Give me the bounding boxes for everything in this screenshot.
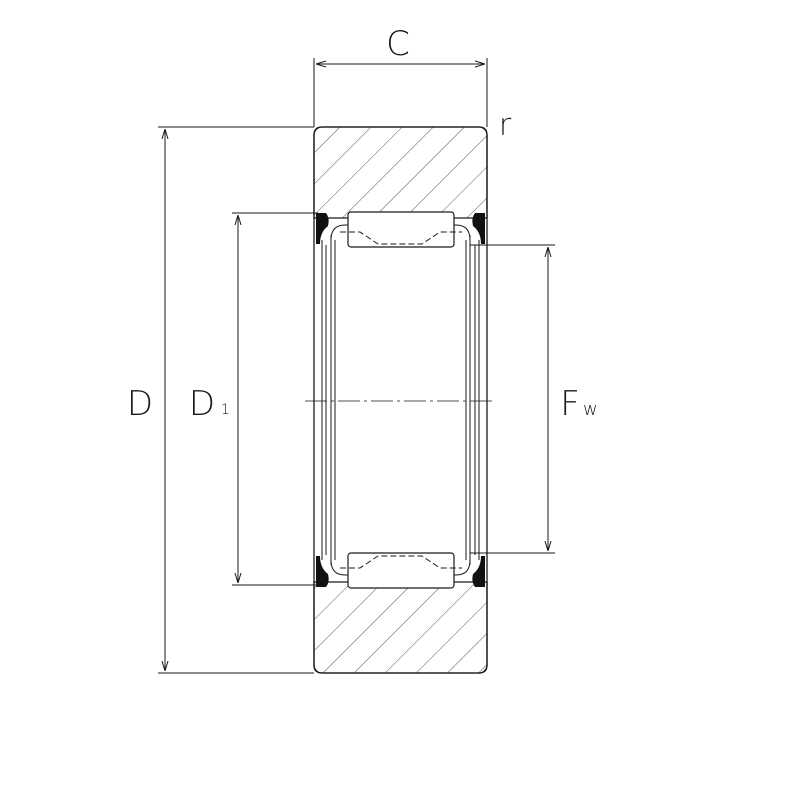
cage — [321, 224, 480, 576]
label-width-c: C — [386, 24, 410, 64]
outer-ring — [313, 126, 488, 674]
label-d1: D — [189, 384, 215, 424]
seals — [316, 213, 485, 587]
label-outer-diameter-d: D — [127, 384, 153, 424]
roller-bottom — [340, 552, 462, 589]
label-d1-subscript: 1 — [221, 402, 230, 418]
bore-area — [315, 219, 486, 581]
label-fw-subscript: w — [583, 399, 598, 420]
label-fw: F — [560, 384, 580, 424]
dimension-lines — [158, 58, 555, 674]
label-radius-r: r — [499, 108, 512, 143]
roller-top — [340, 211, 462, 248]
